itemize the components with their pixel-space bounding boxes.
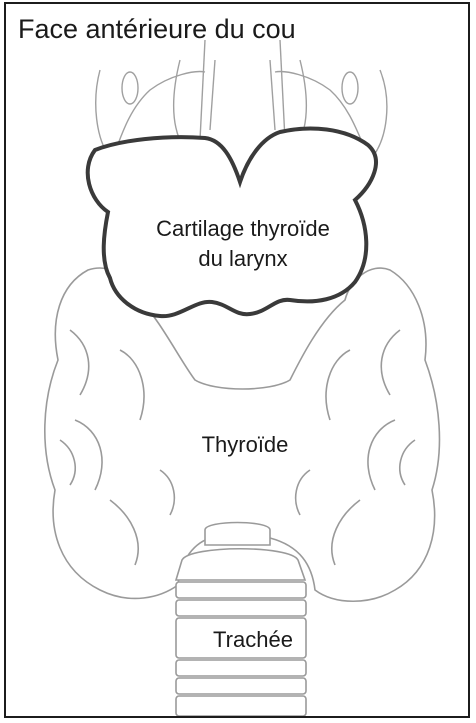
thyroid-label: Thyroïde [170, 432, 320, 458]
figure-frame [4, 2, 470, 718]
cartilage-label-line1: Cartilage thyroïde [118, 214, 368, 244]
trachea-label: Trachée [178, 627, 328, 653]
cartilage-label-line2: du larynx [118, 244, 368, 274]
cartilage-label: Cartilage thyroïde du larynx [118, 214, 368, 274]
figure-title: Face antérieure du cou [18, 14, 296, 45]
